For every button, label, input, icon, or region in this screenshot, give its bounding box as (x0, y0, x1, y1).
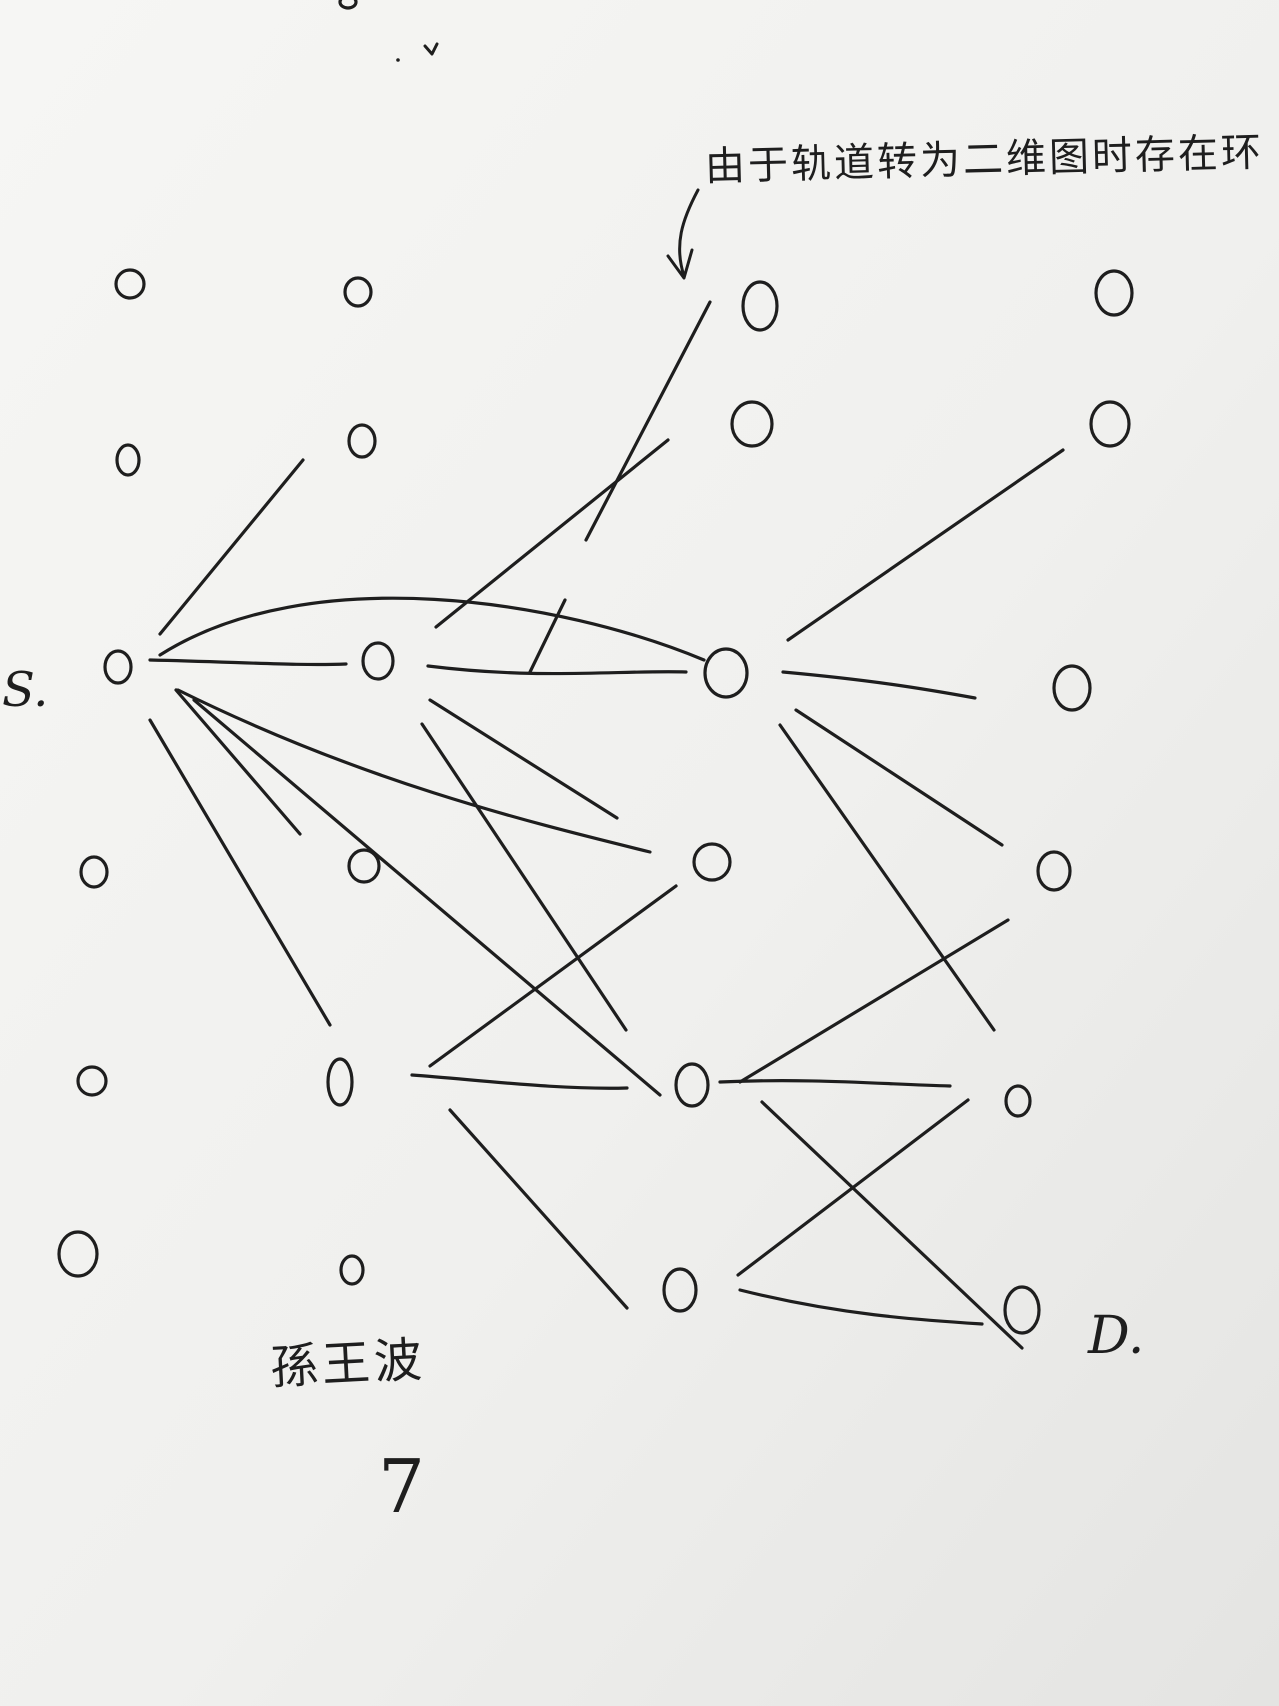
nodes (57, 268, 1134, 1335)
node-c3r4 (1036, 850, 1072, 892)
edge-18 (781, 670, 977, 700)
source-label: S. (2, 662, 49, 718)
edge-23 (760, 1100, 1024, 1350)
edge-11 (528, 598, 567, 674)
destination-label: D. (1088, 1306, 1145, 1366)
edge-19 (794, 708, 1004, 847)
node-c2r1 (730, 400, 774, 448)
node-c2r4 (692, 842, 732, 882)
source-node (103, 649, 133, 685)
edge-3 (158, 596, 706, 662)
edge-21 (718, 1079, 952, 1088)
node-c1r1 (347, 423, 377, 459)
edge-15 (428, 884, 678, 1068)
node-c2r6 (662, 1267, 698, 1313)
edge-4 (174, 688, 302, 836)
edge-9 (434, 438, 670, 629)
node-c3r1 (1089, 400, 1131, 448)
edge-17 (786, 448, 1065, 642)
node-c1r0 (343, 276, 373, 308)
node-c3r0 (1094, 269, 1134, 317)
node-c2r5 (674, 1062, 710, 1108)
edge-5 (192, 698, 662, 1097)
edges (148, 300, 1065, 1350)
node-c0r6 (57, 1230, 99, 1278)
edge-1 (158, 458, 305, 636)
edge-24 (736, 1098, 970, 1277)
edge-14 (410, 1073, 629, 1090)
node-c0r0 (114, 268, 146, 300)
edge-10 (584, 300, 712, 542)
stray-marks (338, 0, 439, 62)
node-c2r3 (703, 647, 749, 699)
edge-2 (148, 658, 348, 667)
edge-16 (448, 1108, 629, 1310)
node-c0r1 (115, 443, 141, 477)
edge-7 (176, 688, 652, 854)
edge-22 (738, 918, 1010, 1084)
author-signature: 孫王波 (268, 1331, 428, 1397)
node-c1r6 (339, 1254, 365, 1286)
node-c3r5 (1004, 1084, 1032, 1118)
edge-8 (426, 664, 688, 676)
edge-6 (148, 718, 332, 1027)
page-number: 7 (378, 1444, 426, 1530)
node-c1r4 (347, 848, 381, 884)
node-c1r3 (361, 641, 395, 681)
node-c0r5 (76, 1065, 108, 1097)
node-c3r6 (1003, 1285, 1041, 1335)
edge-25 (738, 1288, 984, 1326)
node-c2r0 (741, 280, 779, 332)
edge-13 (420, 722, 628, 1032)
edge-12 (428, 698, 619, 820)
node-c1r5 (326, 1057, 354, 1107)
annotation-arrow (666, 188, 700, 280)
node-c3r3 (1052, 664, 1092, 712)
edge-20 (778, 723, 996, 1032)
node-c0r4 (79, 855, 109, 889)
